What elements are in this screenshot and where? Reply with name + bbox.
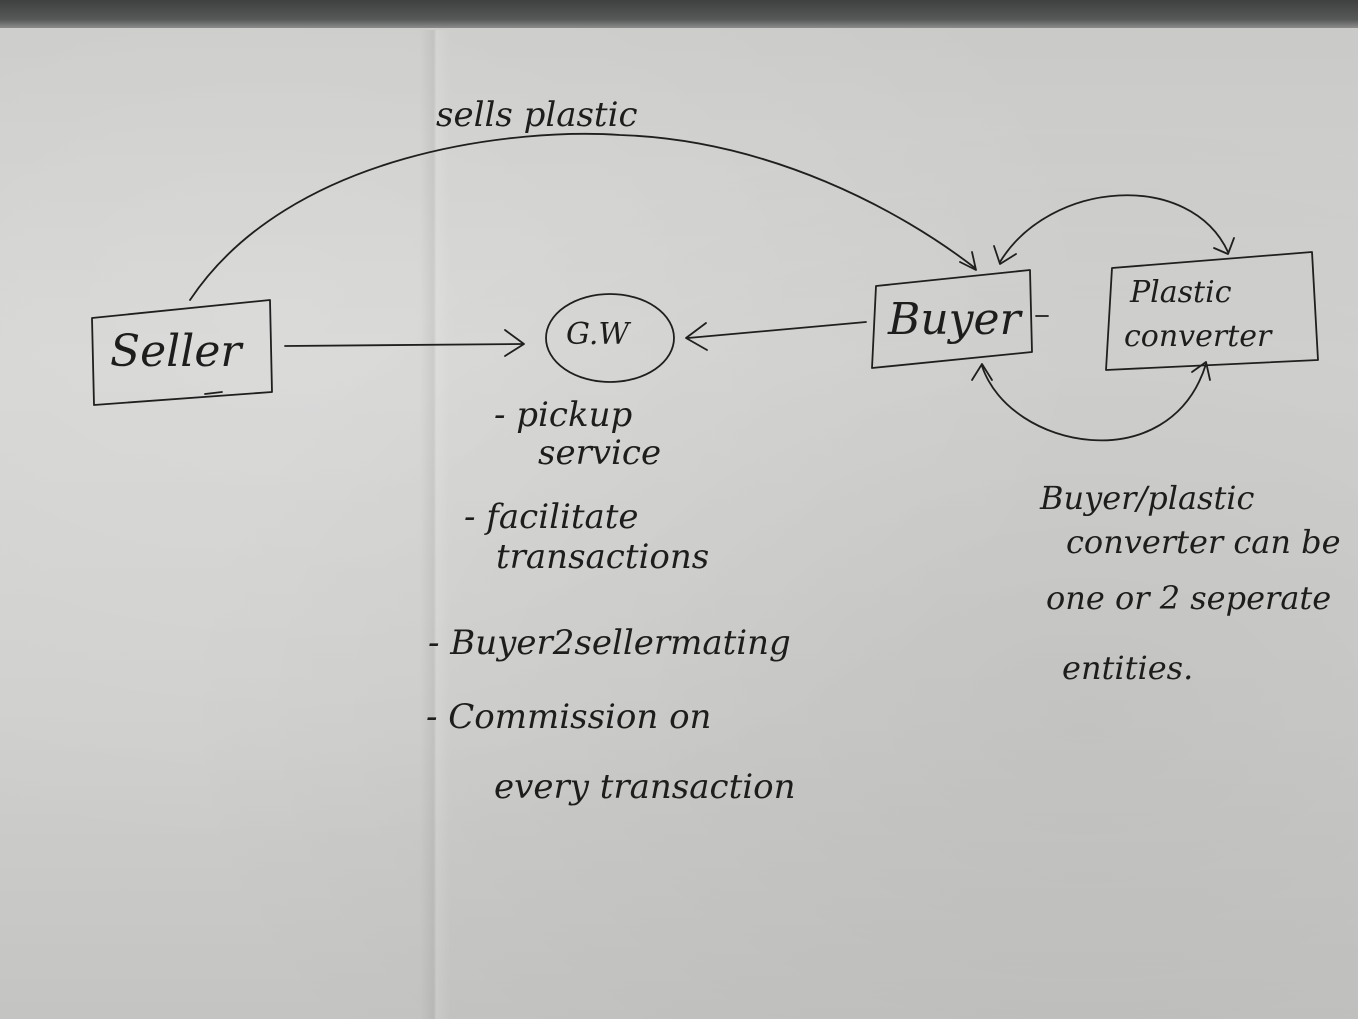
gw-service-commission-line2: every transaction: [494, 767, 796, 807]
buyer-box: [871, 269, 1033, 369]
node-seller-label: Seller: [110, 326, 242, 377]
seller-box: [91, 299, 273, 406]
gw-service-facilitate-line1: - facilitate: [464, 497, 639, 537]
seller-to-gw-arrowhead: [504, 329, 525, 357]
paper-top-edge: [0, 0, 1358, 28]
buyer-converter-bottom-arrowhead-right: [1191, 361, 1211, 381]
node-plastic-converter-label-line1: Plastic: [1130, 275, 1232, 310]
gw-service-pickup-line2: service: [538, 433, 662, 473]
buyer-converter-bottom-arc: [981, 363, 1207, 442]
note-line2: converter can be: [1066, 523, 1341, 561]
gw-service-pickup-line1: - pickup: [494, 395, 633, 435]
note-line1: Buyer/plastic: [1040, 479, 1255, 517]
sells-plastic-arrowhead: [959, 251, 977, 271]
buyer-converter-top-arc: [999, 194, 1229, 263]
node-plastic-converter-label-line2: converter: [1124, 319, 1272, 354]
gw-service-matching: - Buyer2sellermating: [428, 623, 791, 663]
gw-service-commission-line1: - Commission on: [426, 697, 712, 737]
node-gw-label: G.W: [566, 317, 630, 352]
edge-label-sells-plastic: sells plastic: [436, 95, 638, 135]
node-buyer-label: Buyer: [888, 294, 1021, 345]
paper-fold-crease: [420, 30, 450, 1019]
note-line4: entities.: [1062, 649, 1194, 687]
note-line3: one or 2 seperate: [1046, 579, 1332, 617]
gw-service-facilitate-line2: transactions: [496, 537, 710, 577]
gw-circle: [545, 293, 675, 383]
buyer-converter-top-arrowhead-right: [1213, 237, 1235, 255]
sells-plastic-arrow: [189, 132, 976, 301]
buyer-converter-bottom-arrowhead-left: [971, 363, 993, 381]
buyer-to-gw-arrow: [687, 321, 867, 339]
buyer-converter-top-arrowhead-left: [993, 245, 1017, 265]
buyer-to-gw-arrowhead: [685, 322, 708, 351]
seller-underline: [204, 391, 223, 395]
plastic-converter-box: [1105, 251, 1319, 371]
seller-to-gw-arrow: [284, 343, 523, 347]
